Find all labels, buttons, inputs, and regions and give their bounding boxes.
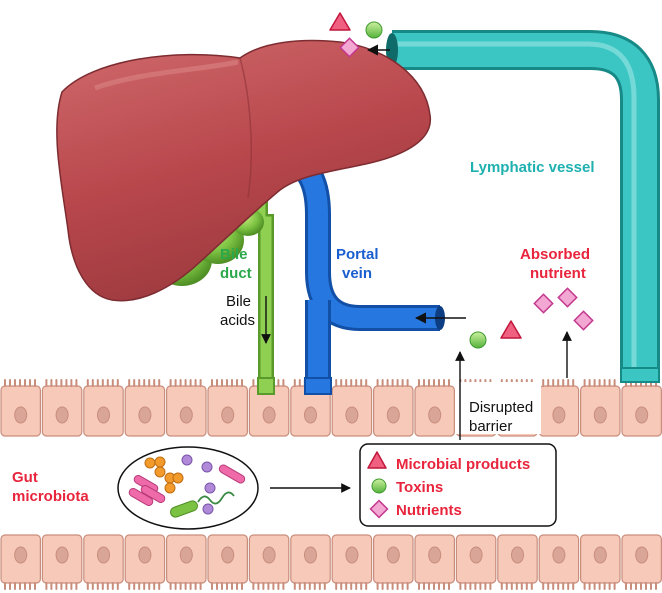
triangle-icon <box>367 451 387 469</box>
absorbed-nutrients <box>533 287 594 378</box>
bile-duct-label-line1: Bile <box>220 246 248 263</box>
cell-nucleus <box>304 406 317 424</box>
cell-nucleus <box>304 546 317 564</box>
circle-icon <box>365 21 383 39</box>
cell-nucleus <box>138 546 152 564</box>
exported-particles <box>329 12 390 58</box>
cell-nucleus <box>593 406 607 424</box>
absorbed-nutrient-label-line2: nutrient <box>530 265 586 282</box>
legend: Microbial products Toxins Nutrients <box>359 443 557 527</box>
cell-nucleus <box>262 406 276 424</box>
cell-nucleus <box>179 406 193 424</box>
bile-duct-label-line2: duct <box>220 265 252 282</box>
cell-nucleus <box>386 406 400 424</box>
diamond-icon <box>339 37 360 58</box>
portal-particles <box>414 312 522 349</box>
disrupted-barrier-label-line1: Disrupted <box>469 399 533 416</box>
circle-icon <box>469 331 487 349</box>
diamond-icon <box>557 287 578 308</box>
disrupted-barrier-gap <box>455 351 541 440</box>
cell-nucleus <box>345 406 359 424</box>
cell-nucleus <box>97 546 110 564</box>
cell-nucleus <box>138 406 152 424</box>
cell-nucleus <box>469 546 483 564</box>
cell-nucleus <box>635 406 649 424</box>
absorbed-nutrient-label-line1: Absorbed <box>520 246 590 263</box>
cell-nucleus <box>55 406 69 424</box>
cell-nucleus <box>593 546 607 564</box>
cell-nucleus <box>428 546 442 564</box>
circle-icon <box>371 478 387 494</box>
diamond-icon <box>369 499 389 519</box>
cell-nucleus <box>386 546 400 564</box>
cell-nucleus <box>511 546 524 564</box>
cell-nucleus <box>552 546 566 564</box>
lymphatic-vessel-label: Lymphatic vessel <box>470 159 595 176</box>
cell-nucleus <box>345 546 359 564</box>
cell-nucleus <box>97 406 110 424</box>
cell-nucleus <box>14 406 28 424</box>
cell-nucleus <box>55 546 69 564</box>
legend-item-toxins: Toxins <box>396 479 443 496</box>
cell-nucleus <box>221 546 235 564</box>
bile-acids-label-line2: acids <box>220 312 255 329</box>
bile-acids-label-line1: Bile <box>226 293 251 310</box>
diamond-icon <box>533 293 554 314</box>
cell-nucleus <box>552 406 566 424</box>
gut-microbiota-label-line2: microbiota <box>12 488 89 505</box>
microbiota-cluster <box>117 446 351 530</box>
legend-item-nutrients: Nutrients <box>396 502 462 519</box>
cell-nucleus <box>14 546 28 564</box>
vessel-roots <box>257 367 660 395</box>
portal-vein-label-line2: vein <box>342 265 372 282</box>
cell-nucleus <box>221 406 235 424</box>
liver <box>56 39 431 302</box>
triangle-icon <box>329 12 351 31</box>
cell-nucleus <box>635 546 649 564</box>
legend-item-microbial-products: Microbial products <box>396 456 530 473</box>
cell-nucleus <box>428 406 442 424</box>
disrupted-barrier-label-line2: barrier <box>469 418 512 435</box>
lymphatic-vessel <box>386 30 660 372</box>
gut-microbiota-label-line1: Gut <box>12 469 38 486</box>
cell-nucleus <box>179 546 193 564</box>
triangle-icon <box>500 320 522 339</box>
intestinal-epithelium-lower <box>0 534 662 590</box>
diamond-icon <box>573 310 594 331</box>
cell-nucleus <box>262 546 276 564</box>
portal-vein-label-line1: Portal <box>336 246 379 263</box>
